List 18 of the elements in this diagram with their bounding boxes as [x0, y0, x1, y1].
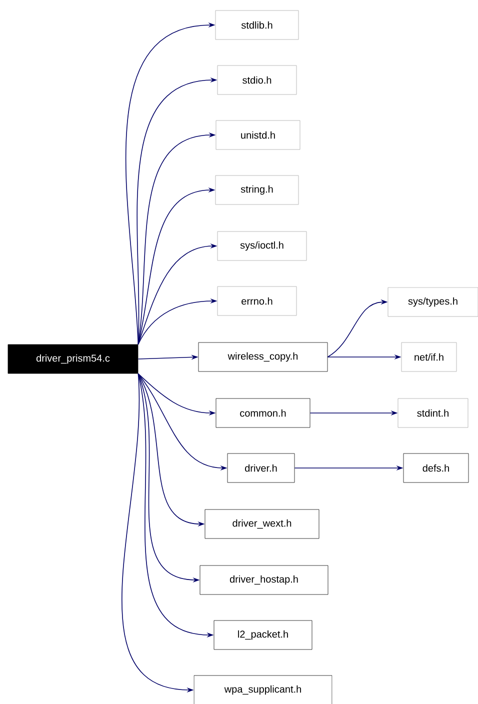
header-file-box: sys/ioctl.h: [217, 231, 307, 261]
header-file-box: net/if.h: [401, 342, 457, 372]
header-file-box: common.h: [216, 398, 310, 428]
header-file-box: sys/types.h: [388, 287, 478, 317]
header-file-box: stdlib.h: [215, 10, 299, 40]
header-file-box: string.h: [215, 175, 299, 205]
header-file-box: defs.h: [403, 453, 469, 483]
header-file-box: unistd.h: [216, 120, 300, 150]
header-file-box: driver.h: [227, 453, 295, 483]
header-file-box: stdint.h: [398, 398, 468, 428]
header-file-box: errno.h: [217, 286, 297, 316]
header-file-box: stdio.h: [217, 65, 297, 95]
header-file-box: wpa_supplicant.h: [194, 675, 332, 704]
header-file-box: wireless_copy.h: [198, 342, 328, 372]
header-file-box: l2_packet.h: [214, 620, 312, 650]
header-file-box: driver_hostap.h: [200, 565, 328, 595]
header-file-box: driver_wext.h: [204, 509, 320, 539]
source-file-box: driver_prism54.c: [8, 344, 138, 374]
